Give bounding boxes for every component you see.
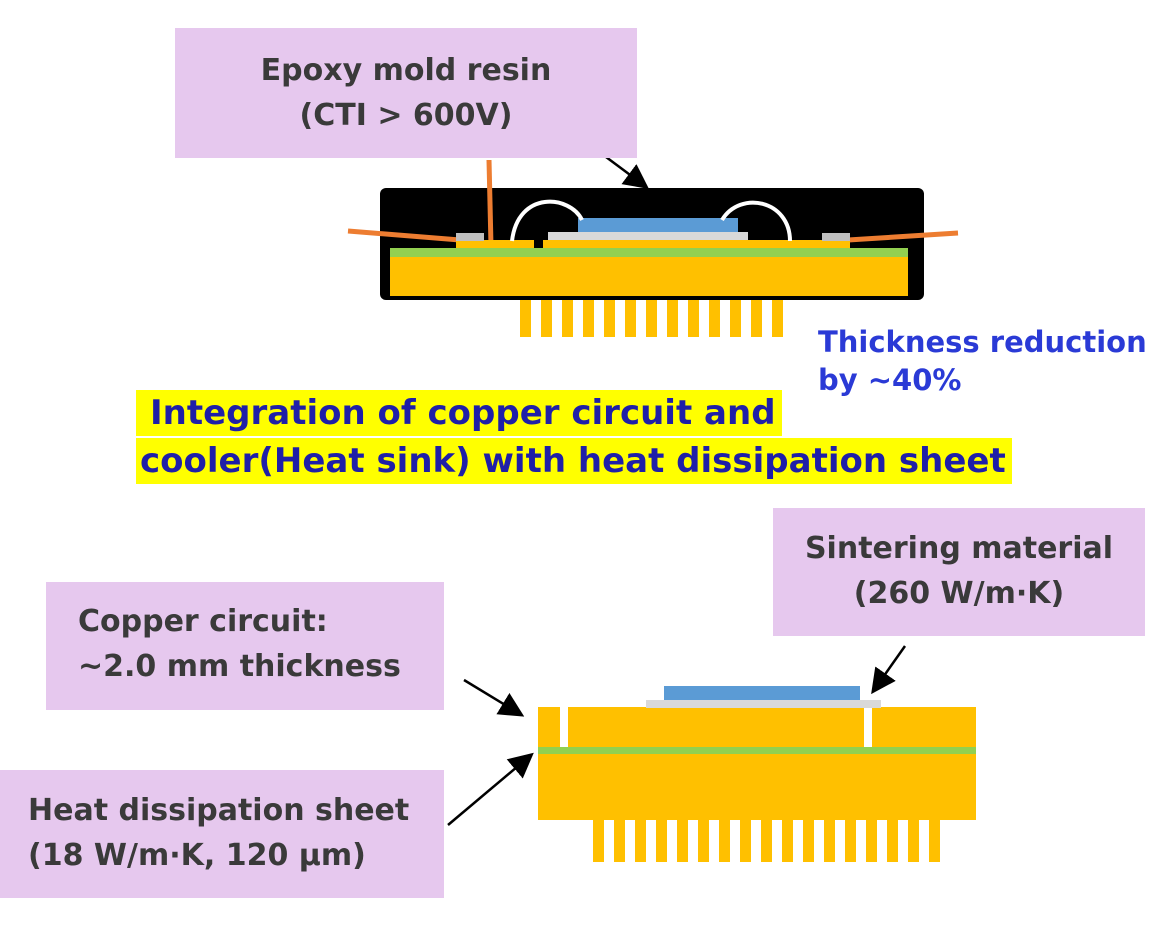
bottom-heat-sink-fins	[593, 818, 940, 862]
integration-headline: Integration of copper circuit and cooler…	[136, 390, 1012, 484]
headline-line: Integration of copper circuit and	[136, 390, 782, 436]
left-pad	[456, 240, 534, 248]
vertical-terminal	[486, 159, 494, 247]
left-lead	[347, 228, 461, 243]
top-sinter-layer	[548, 232, 748, 240]
callout-text: Epoxy mold resin	[260, 53, 552, 88]
left-bond-wire	[510, 199, 584, 242]
sinter-arrow	[871, 645, 907, 695]
right-lead	[847, 230, 959, 243]
top-heat-sink-fins	[520, 297, 783, 337]
epoxy-arrow	[601, 152, 650, 189]
sheet-arrow	[447, 752, 534, 826]
headline-line: cooler(Heat sink) with heat dissipation …	[136, 438, 1012, 484]
bottom-sinter-layer	[646, 700, 881, 708]
note-text: by ~40%	[818, 363, 962, 397]
note-text: Thickness reduction	[818, 325, 1147, 359]
left-terminal-block	[456, 233, 484, 241]
bottom-heat-sink-base	[538, 753, 976, 820]
callout-text: Sintering material	[804, 531, 1114, 566]
callout-text: (260 W/m·K)	[853, 576, 1065, 611]
conventional-module	[347, 159, 959, 337]
right-bond-wire	[720, 200, 792, 242]
callout-text: Copper circuit:	[78, 604, 328, 639]
copper-circuit	[538, 707, 976, 747]
center-pad	[543, 240, 773, 248]
sintering-material-callout: Sintering material (260 W/m·K)	[773, 508, 1145, 636]
integrated-module	[538, 686, 976, 862]
top-insulation-sheet	[390, 248, 908, 257]
left-circuit-gap	[560, 707, 568, 747]
right-circuit-gap	[864, 707, 872, 747]
thickness-reduction-note: Thickness reduction by ~40%	[818, 323, 1147, 399]
right-pad	[772, 240, 850, 248]
copper-circuit-callout: Copper circuit: ~2.0 mm thickness	[46, 582, 444, 710]
top-chip	[578, 218, 738, 232]
copper-arrow	[463, 678, 525, 717]
heat-dissipation-sheet-callout: Heat dissipation sheet (18 W/m·K, 120 µm…	[0, 770, 444, 898]
callout-text: Heat dissipation sheet	[28, 793, 410, 828]
top-base-copper	[390, 256, 908, 296]
callout-text: (CTI > 600V)	[299, 98, 513, 133]
epoxy-mold-resin-callout: Epoxy mold resin (CTI > 600V)	[175, 28, 637, 158]
bottom-heat-dissipation-sheet	[538, 746, 976, 754]
callout-text: (18 W/m·K, 120 µm)	[28, 838, 366, 873]
bottom-chip	[664, 686, 860, 700]
right-terminal-block	[822, 233, 850, 241]
callout-text: ~2.0 mm thickness	[78, 649, 401, 684]
